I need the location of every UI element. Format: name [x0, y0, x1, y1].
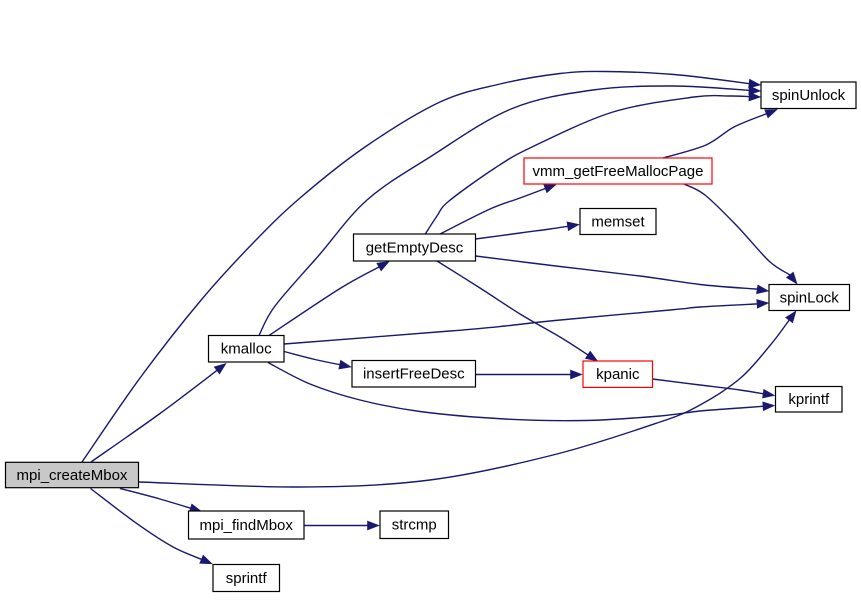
- svg-text:kmalloc: kmalloc: [221, 341, 272, 358]
- svg-text:mpi_createMbox: mpi_createMbox: [17, 467, 128, 484]
- svg-text:kprintf: kprintf: [788, 391, 830, 408]
- svg-text:sprintf: sprintf: [226, 570, 268, 587]
- svg-text:mpi_findMbox: mpi_findMbox: [200, 517, 294, 534]
- svg-text:insertFreeDesc: insertFreeDesc: [363, 366, 465, 383]
- svg-text:vmm_getFreeMallocPage: vmm_getFreeMallocPage: [533, 163, 704, 180]
- svg-text:getEmptyDesc: getEmptyDesc: [366, 239, 464, 256]
- svg-text:kpanic: kpanic: [596, 366, 640, 383]
- svg-text:spinLock: spinLock: [780, 289, 840, 306]
- svg-text:strcmp: strcmp: [392, 517, 437, 534]
- svg-text:memset: memset: [591, 213, 645, 230]
- svg-text:spinUnlock: spinUnlock: [772, 87, 846, 104]
